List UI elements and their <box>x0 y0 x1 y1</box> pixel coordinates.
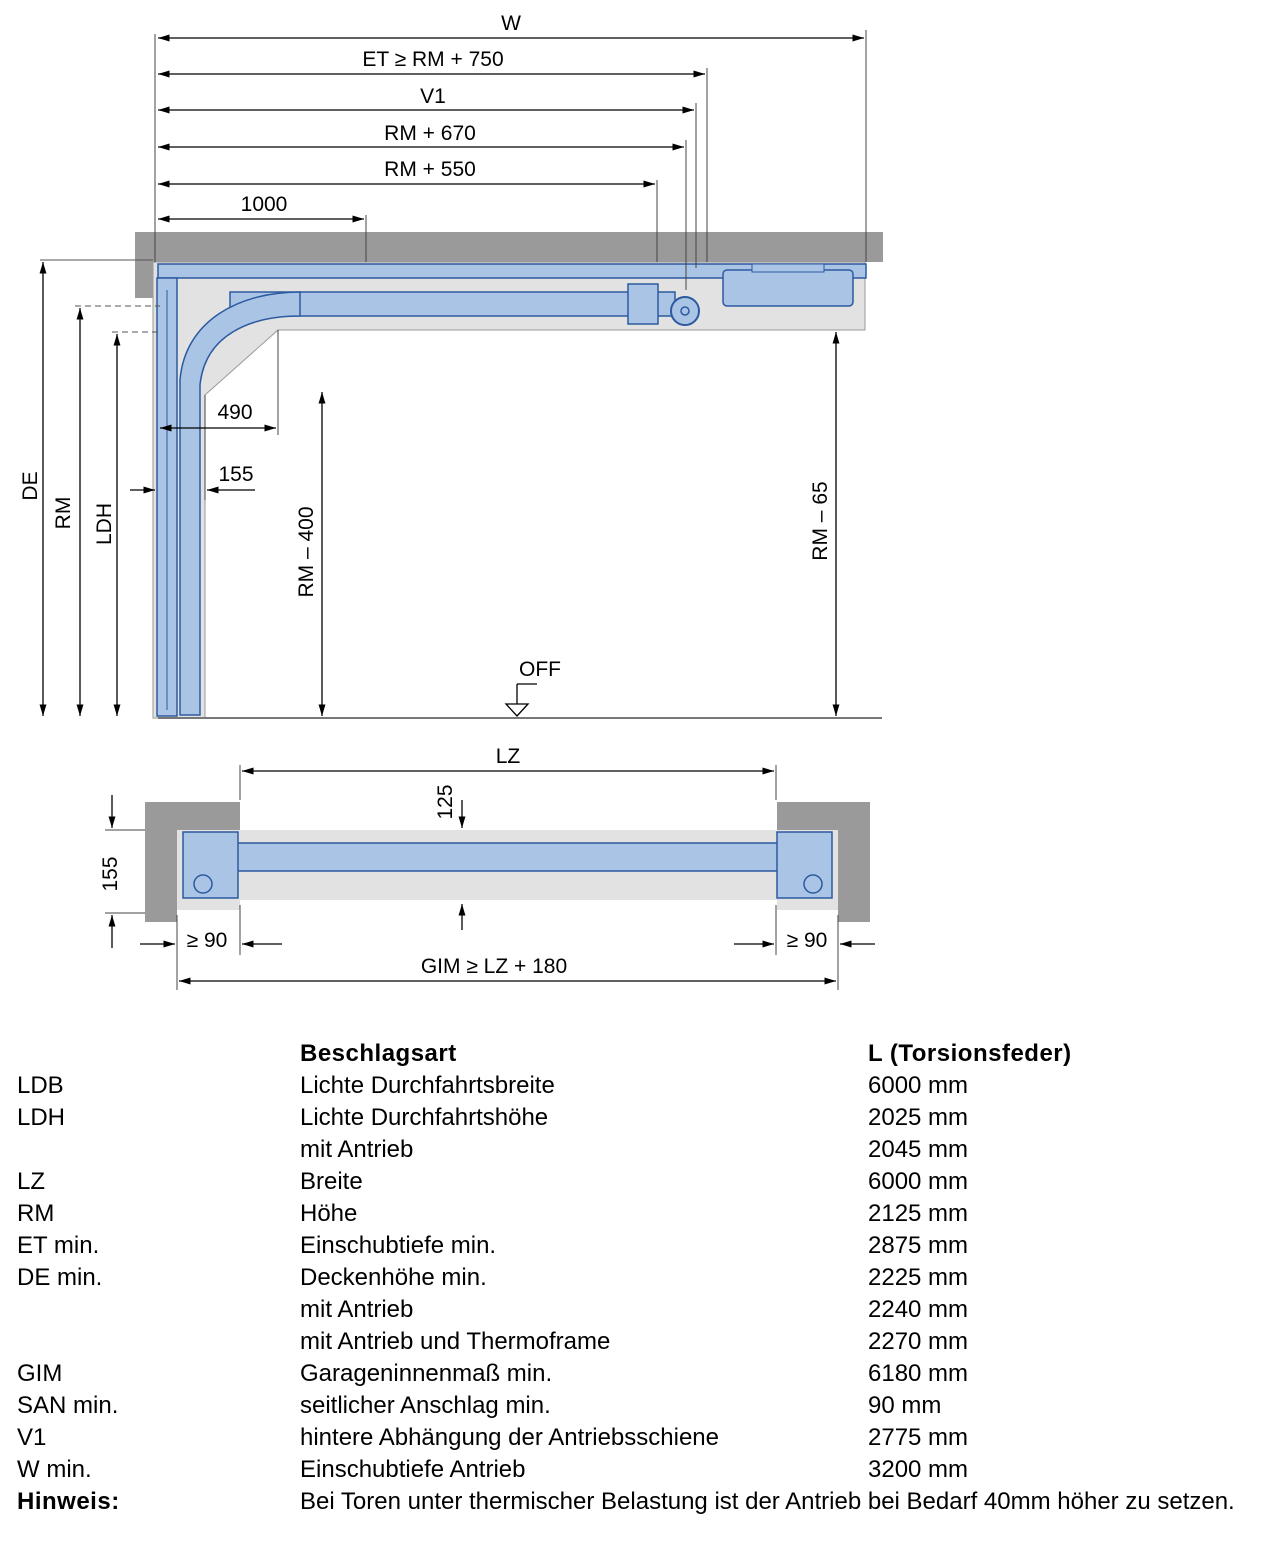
dim-ldh-label: LDH <box>93 503 116 545</box>
door-installation-diagram: W ET ≥ RM + 750 V1 RM + 670 RM + 550 100… <box>19 12 883 990</box>
row-desc: Lichte Durchfahrtsbreite <box>300 1072 555 1099</box>
row-value: 6180 mm <box>868 1360 969 1387</box>
row-desc: mit Antrieb <box>300 1296 414 1323</box>
dim-125-label: 125 <box>434 784 457 819</box>
lintel-block <box>135 262 153 298</box>
table-row: LDH Lichte Durchfahrtshöhe 2025 mm <box>0 1102 1275 1134</box>
table-row: SAN min. seitlicher Anschlag min. 90 mm <box>0 1390 1275 1422</box>
off-triangle <box>504 703 530 717</box>
curved-track <box>179 291 301 716</box>
row-value: 90 mm <box>868 1392 942 1419</box>
top-view: LZ 125 155 ≥ 90 ≥ 90 GIM ≥ LZ + 180 <box>99 745 875 990</box>
dim-155-label: 155 <box>218 463 253 486</box>
table-row: RM Höhe 2125 mm <box>0 1198 1275 1230</box>
row-desc: Lichte Durchfahrtshöhe <box>300 1104 549 1131</box>
dim-rm-label: RM <box>52 497 75 530</box>
row-value: 2875 mm <box>868 1232 969 1259</box>
table-row: mit Antrieb und Thermoframe 2270 mm <box>0 1326 1275 1358</box>
row-value: 6000 mm <box>868 1072 969 1099</box>
row-value: 2270 mm <box>868 1328 969 1355</box>
dim-155-top-label: 155 <box>99 856 122 891</box>
table-row: LDB Lichte Durchfahrtsbreite 6000 mm <box>0 1070 1275 1102</box>
table-row: mit Antrieb 2045 mm <box>0 1134 1275 1166</box>
row-value: 6000 mm <box>868 1168 969 1195</box>
dim-rm670-label: RM + 670 <box>384 122 476 145</box>
row-desc: Einschubtiefe min. <box>300 1232 497 1259</box>
row-desc: seitlicher Anschlag min. <box>300 1392 551 1419</box>
row-abbr: RM <box>17 1200 55 1227</box>
header-col2: Beschlagsart <box>300 1040 457 1067</box>
dim-gim-label: GIM ≥ LZ + 180 <box>421 955 567 978</box>
spec-table: Beschlagsart L (Torsionsfeder) LDB Lichte… <box>0 1038 1275 1550</box>
row-value: 2025 mm <box>868 1104 969 1131</box>
dim-w-label: W <box>501 12 521 35</box>
row-abbr: DE min. <box>17 1264 103 1291</box>
table-row: GIM Garageninnenmaß min. 6180 mm <box>0 1358 1275 1390</box>
drive-rail <box>157 263 867 279</box>
header-col3: L (Torsionsfeder) <box>868 1040 1072 1067</box>
table-row: LZ Breite 6000 mm <box>0 1166 1275 1198</box>
operator-motor <box>722 269 854 307</box>
dim-rm550-label: RM + 550 <box>384 158 476 181</box>
right-wall <box>777 802 870 922</box>
note-label: Hinweis: <box>17 1488 120 1515</box>
ceiling-slab <box>135 232 883 262</box>
note-row: Hinweis: Bei Toren unter thermischer Bel… <box>0 1486 1275 1550</box>
dim-left-90-label: ≥ 90 <box>187 929 228 952</box>
row-desc: Deckenhöhe min. <box>300 1264 487 1291</box>
row-abbr: W min. <box>17 1456 92 1483</box>
off-label: OFF <box>519 658 561 681</box>
table-row: DE min. Deckenhöhe min. 2225 mm <box>0 1262 1275 1294</box>
side-view: W ET ≥ RM + 750 V1 RM + 670 RM + 550 100… <box>19 12 883 719</box>
row-abbr: ET min. <box>17 1232 100 1259</box>
dim-right-90-label: ≥ 90 <box>787 929 828 952</box>
horizontal-track <box>229 291 676 317</box>
row-value: 2775 mm <box>868 1424 969 1451</box>
dim-490-label: 490 <box>217 401 252 424</box>
row-desc: Garageninnenmaß min. <box>300 1360 553 1387</box>
table-header: Beschlagsart L (Torsionsfeder) <box>0 1038 1275 1070</box>
table-row: V1 hintere Abhängung der Antriebsschiene 2… <box>0 1422 1275 1454</box>
dim-de-label: DE <box>19 471 42 500</box>
table-row: W min. Einschubtiefe Antrieb 3200 mm <box>0 1454 1275 1486</box>
row-value: 3200 mm <box>868 1456 969 1483</box>
row-abbr: LDH <box>17 1104 66 1131</box>
row-abbr: LZ <box>17 1168 46 1195</box>
dim-rm400-label: RM – 400 <box>295 506 318 597</box>
table-row: ET min. Einschubtiefe min. 2875 mm <box>0 1230 1275 1262</box>
dim-rm65-label: RM – 65 <box>809 481 832 560</box>
row-value: 2240 mm <box>868 1296 969 1323</box>
row-desc: mit Antrieb <box>300 1136 414 1163</box>
dim-lz-label: LZ <box>496 745 521 768</box>
row-desc: Einschubtiefe Antrieb <box>300 1456 526 1483</box>
spring-shaft <box>627 283 659 325</box>
left-wall <box>145 802 240 922</box>
row-abbr: V1 <box>17 1424 47 1451</box>
row-desc: Höhe <box>300 1200 358 1227</box>
dim-et-label: ET ≥ RM + 750 <box>362 48 503 71</box>
row-desc: Breite <box>300 1168 363 1195</box>
row-abbr: SAN min. <box>17 1392 119 1419</box>
row-value: 2045 mm <box>868 1136 969 1163</box>
row-desc: mit Antrieb und Thermoframe <box>300 1328 611 1355</box>
row-value: 2125 mm <box>868 1200 969 1227</box>
dim-v1-label: V1 <box>420 85 446 108</box>
row-abbr: GIM <box>17 1360 63 1387</box>
dim-1000-label: 1000 <box>241 193 288 216</box>
table-row: mit Antrieb 2240 mm <box>0 1294 1275 1326</box>
door-panel-top <box>227 842 787 872</box>
note-text: Bei Toren unter thermischer Belastung is… <box>300 1488 1235 1515</box>
row-abbr: LDB <box>17 1072 64 1099</box>
row-desc: hintere Abhängung der Antriebsschiene <box>300 1424 719 1451</box>
torsion-drum <box>670 296 700 326</box>
row-value: 2225 mm <box>868 1264 969 1291</box>
installation-space <box>152 261 866 719</box>
